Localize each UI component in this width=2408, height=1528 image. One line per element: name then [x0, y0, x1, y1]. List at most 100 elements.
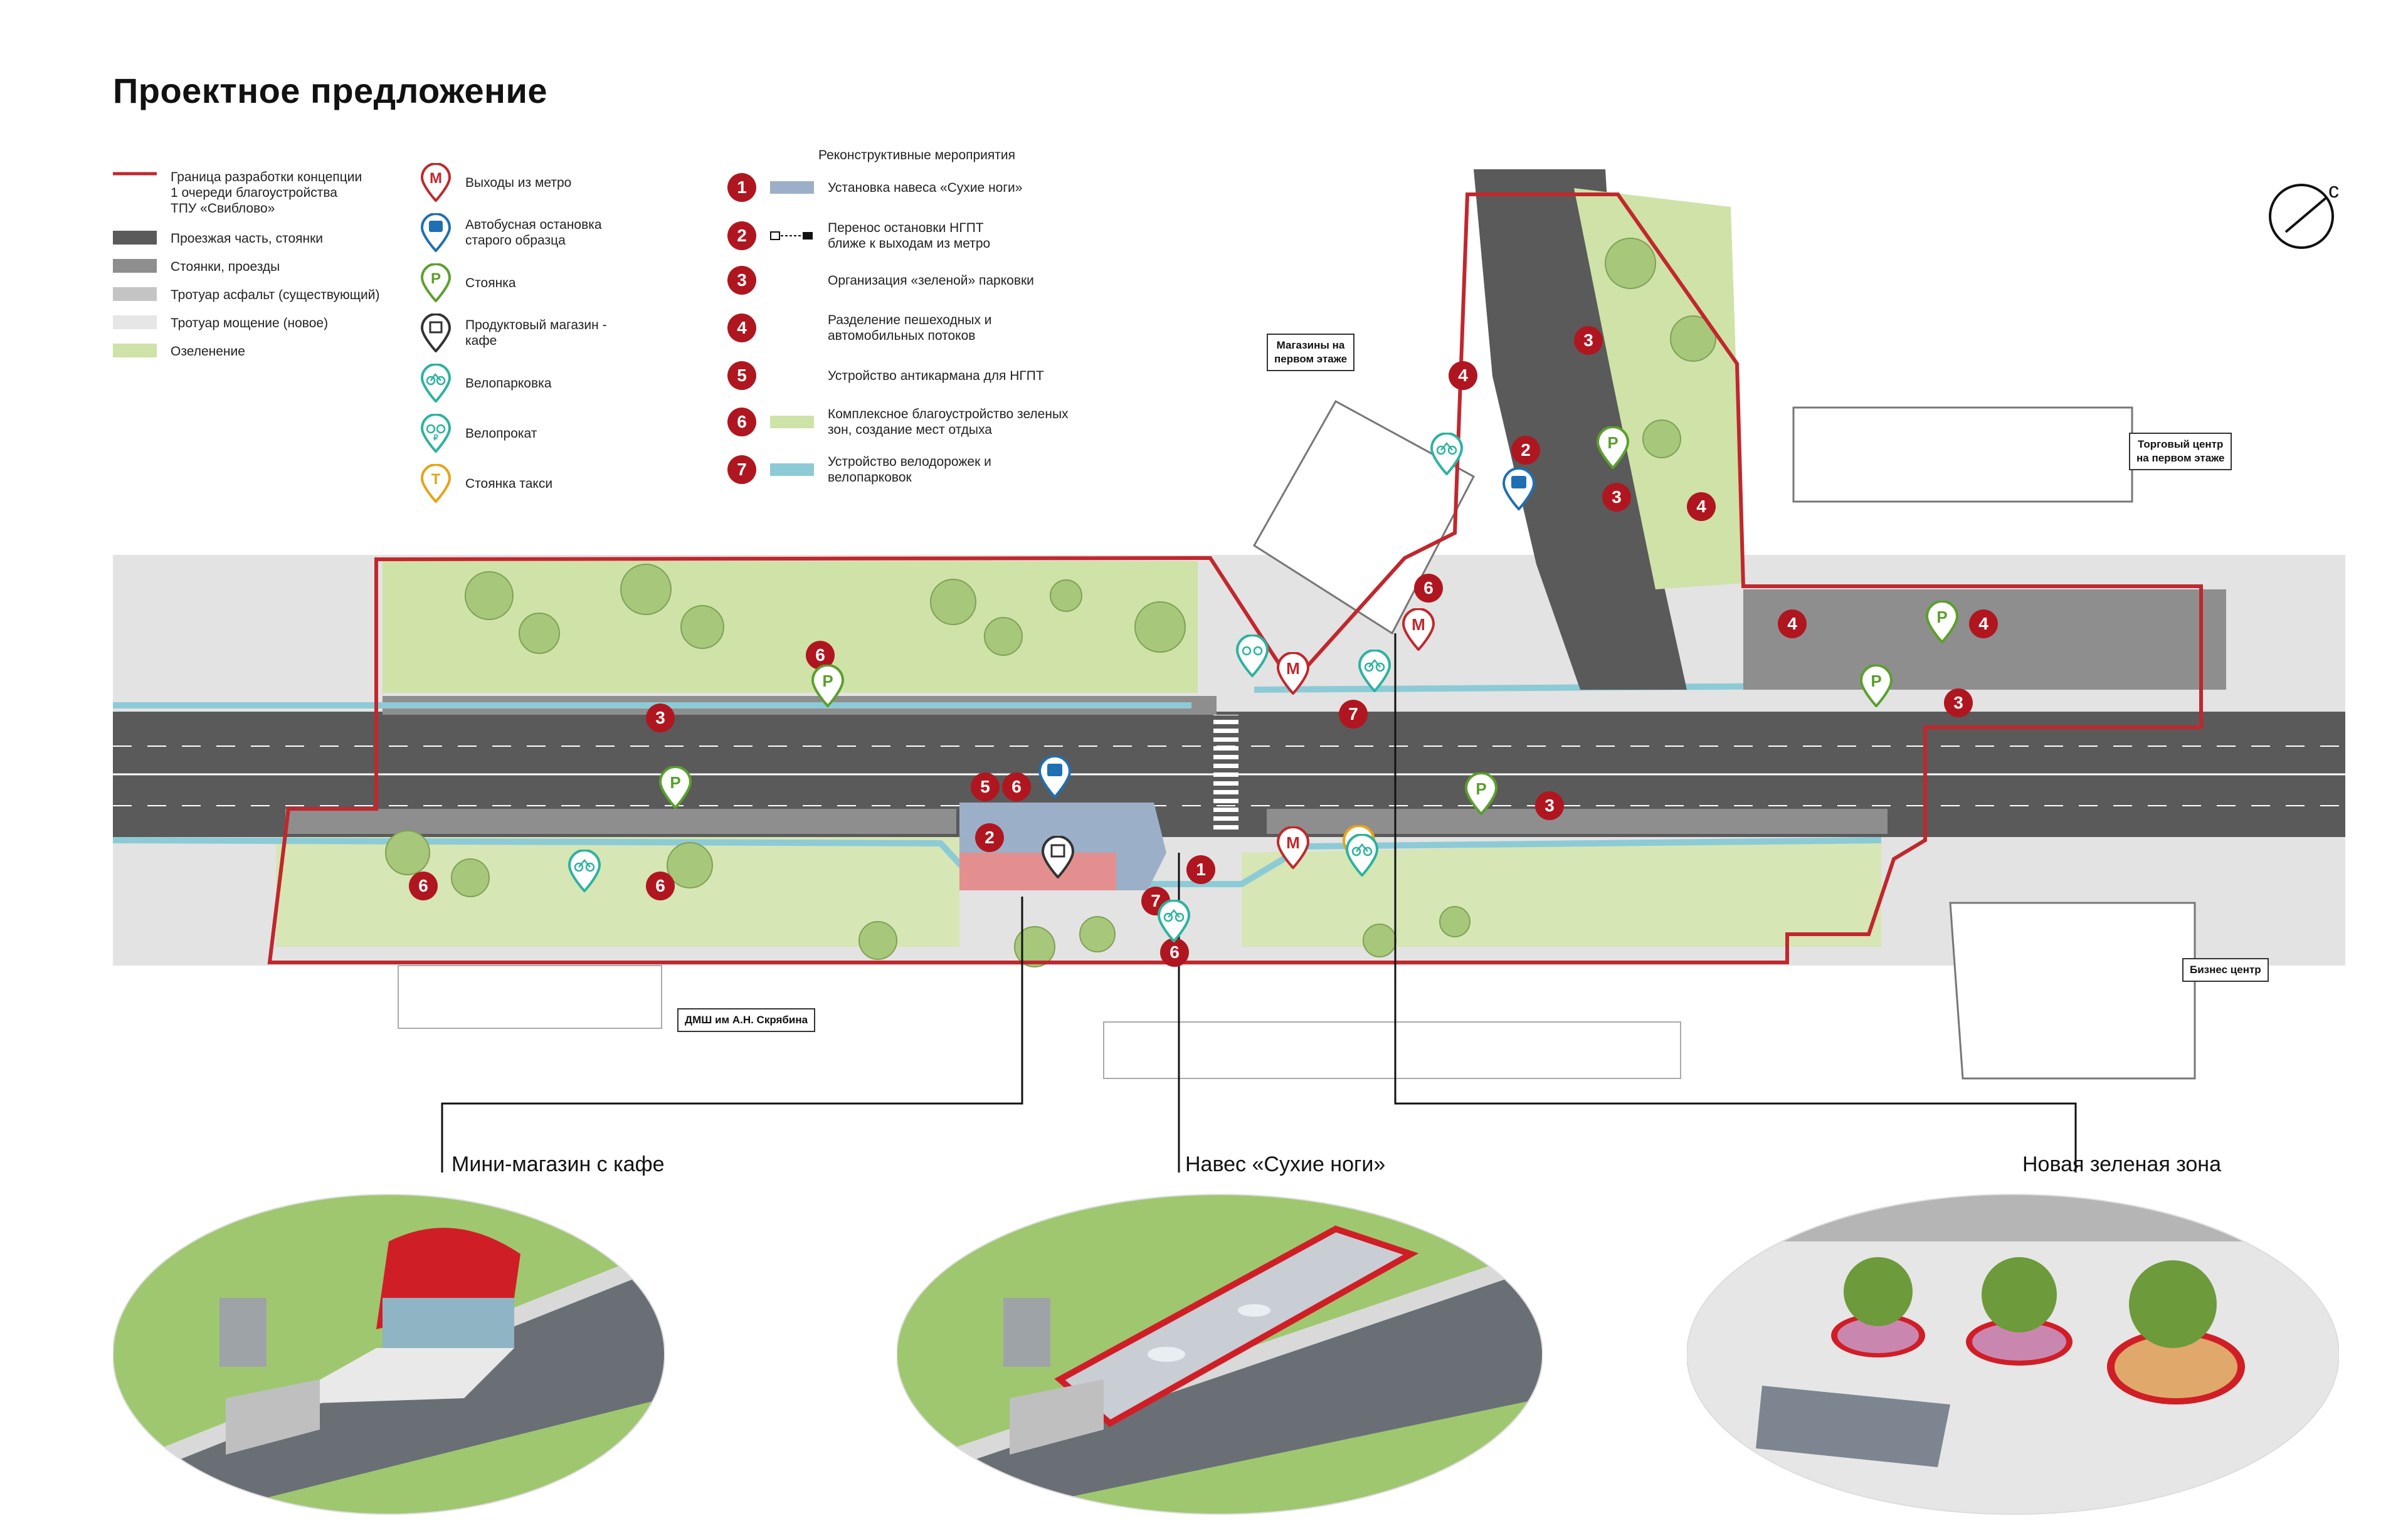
bikeway-swatch [770, 463, 814, 476]
parking-pin[interactable]: P [811, 665, 845, 707]
bike-parking-pin[interactable] [1430, 433, 1464, 475]
measure-item-6: 6 Комплексное благоустройство зеленых зо… [727, 406, 1069, 438]
metro-pin[interactable]: M [1276, 652, 1310, 695]
business-center-building [1949, 902, 2196, 1080]
legend-label: Автобусная остановка старого образца [465, 218, 602, 248]
legend-label: Продуктовый магазин - кафе [465, 318, 607, 348]
shop-pin[interactable] [1041, 836, 1075, 878]
map-marker: 7 [1339, 700, 1368, 729]
trees [385, 238, 1716, 967]
parking-pin[interactable]: P [1596, 426, 1630, 469]
parking-strip-south [285, 809, 956, 834]
school-building [398, 965, 662, 1029]
svg-text:P: P [1871, 672, 1881, 690]
north-arrow-icon: c [2269, 179, 2339, 249]
measure-number: 3 [727, 266, 756, 295]
bike-parking-pin[interactable] [568, 850, 601, 892]
bus-icon [1502, 468, 1536, 510]
map-marker: 6 [409, 872, 438, 900]
shops-building [1252, 399, 1476, 635]
bike-parking-icon [420, 364, 452, 403]
map-marker: 3 [1535, 791, 1564, 820]
legend-zones: Граница разработки концепции 1 очереди б… [113, 169, 401, 376]
svg-text:₽: ₽ [433, 433, 438, 442]
bike-parking-pin[interactable] [1345, 834, 1379, 877]
svg-text:P: P [670, 773, 680, 792]
bus-icon [1038, 756, 1072, 798]
svg-text:P: P [1607, 433, 1618, 452]
legend-item-taxi: T Стоянка такси [420, 464, 552, 503]
bus-icon [420, 213, 452, 252]
legend-item-shop: Продуктовый магазин - кафе [420, 314, 607, 352]
legend-label: Проезжая часть, стоянки [171, 231, 324, 246]
metro-pin[interactable]: M [1276, 826, 1310, 869]
measure-number: 4 [727, 314, 756, 342]
legend-label: Устройство антикармана для НГПТ [828, 368, 1044, 383]
parking-icon: P [1925, 601, 1959, 643]
svg-text:M: M [430, 170, 442, 187]
svg-text:P: P [1476, 779, 1486, 798]
parking-pin[interactable]: P [1464, 772, 1498, 815]
parking-pin[interactable]: P [658, 766, 692, 809]
green-zone-swatch [770, 416, 814, 428]
bike-parking-icon [568, 850, 601, 892]
green-zone-east [1574, 188, 1743, 589]
measures-title: Реконструктивные мероприятия [818, 148, 1016, 162]
measure-item-1: 1 Установка навеса «Сухие ноги» [727, 173, 1022, 202]
measure-number: 2 [727, 221, 756, 250]
bike-parking-icon [1358, 650, 1391, 692]
bus-stop-pin[interactable] [1502, 468, 1536, 510]
legend-item-parking: P Стоянка [420, 263, 516, 302]
legend-item-boundary: Граница разработки концепции 1 очереди б… [113, 169, 362, 216]
map-marker: 6 [1414, 574, 1443, 603]
legend-label: Тротуар мощение (новое) [171, 316, 329, 330]
bus-stop-pin[interactable] [1038, 756, 1072, 798]
bike-parking-icon [1345, 834, 1379, 877]
map-marker: 4 [1449, 361, 1477, 390]
legend-label: Комплексное благоустройство зеленых зон,… [828, 407, 1069, 437]
bike-parking-pin[interactable] [1157, 900, 1191, 942]
legend-label: Устройство велодорожек и велопарковок [828, 455, 991, 485]
taxi-icon: T [420, 464, 452, 503]
map-marker: 3 [646, 703, 675, 732]
metro-pin[interactable]: M [1402, 608, 1435, 651]
legend-icons: M Выходы из метро Автобусная остановка с… [420, 163, 671, 503]
svg-text:M: M [1412, 615, 1425, 634]
measure-item-2: 2 Перенос остановки НГПТ ближе к выходам… [727, 220, 990, 251]
metro-icon: M [1276, 826, 1310, 869]
map-marker: 6 [1160, 938, 1189, 967]
section-title-canopy: Навес «Сухие ноги» [1185, 1152, 1386, 1176]
svg-text:M: M [1286, 833, 1300, 852]
legend-label: Граница разработки концепции 1 очереди б… [171, 170, 362, 216]
parking-icon: P [1596, 426, 1630, 469]
legend-item-roadway: Проезжая часть, стоянки [113, 231, 323, 246]
legend-label: Стоянки, проезды [171, 260, 280, 274]
parking-pin[interactable]: P [1859, 665, 1893, 707]
legend-item-bike-parking: Велопарковка [420, 364, 551, 403]
bike-parking-pin[interactable] [1358, 650, 1391, 692]
section-title-green: Новая зеленая зона [2022, 1152, 2221, 1176]
map-marker: 4 [1778, 609, 1807, 638]
svg-text:P: P [1936, 608, 1947, 626]
measure-item-5: 5 Устройство антикармана для НГПТ [727, 361, 1044, 390]
development-boundary [267, 192, 2203, 964]
measure-number: 5 [727, 361, 756, 390]
map-marker: 4 [1687, 492, 1716, 521]
green-zone-south-west [276, 834, 959, 947]
legend-item-paving: Тротуар мощение (новое) [113, 315, 328, 331]
parking-pin[interactable]: P [1925, 601, 1959, 643]
greenery-swatch [113, 344, 157, 357]
legend-item-bike-rental: ₽ Велопрокат [420, 414, 537, 453]
measure-item-7: 7 Устройство велодорожек и велопарковок [727, 454, 991, 485]
bike-rental-pin[interactable] [1235, 635, 1269, 677]
roadway-swatch [113, 231, 157, 245]
legend-item-metro: M Выходы из метро [420, 163, 571, 202]
legend-item-bus: Автобусная остановка старого образца [420, 213, 602, 252]
map-marker: 3 [1574, 326, 1603, 355]
mall-building [1792, 406, 2133, 503]
canopy-swatch [770, 181, 814, 194]
crosswalk [1213, 715, 1238, 834]
svg-text:M: M [1286, 659, 1300, 678]
callout-school: ДМШ им А.Н. Скрябина [677, 1008, 816, 1032]
